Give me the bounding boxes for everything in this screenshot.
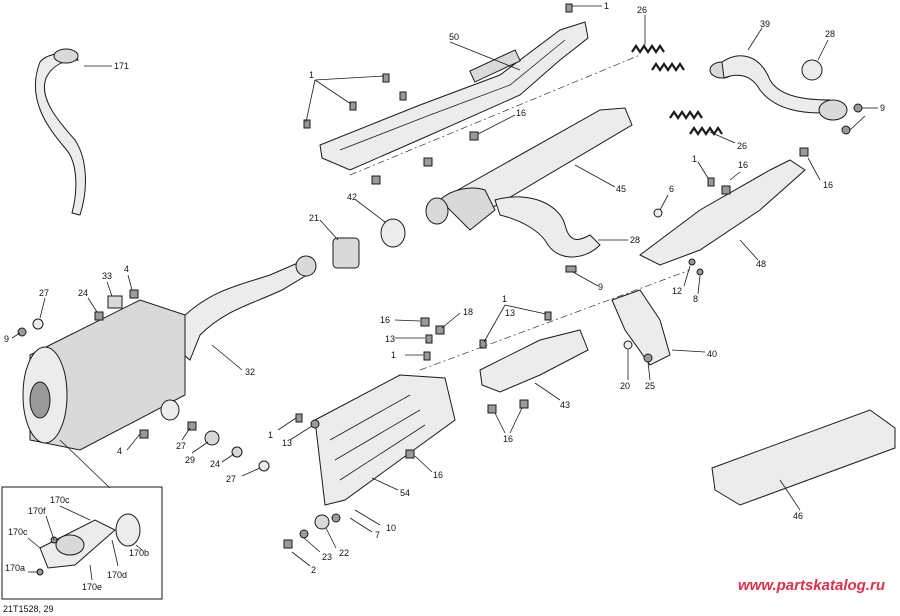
part-171-pipe: [34, 48, 86, 216]
inset-170: [1, 486, 163, 600]
callout-10: 10: [386, 523, 396, 533]
callout-26: 26: [637, 5, 647, 15]
callout-22: 22: [339, 548, 349, 558]
callout-9: 9: [880, 103, 885, 113]
callout-54: 54: [400, 488, 410, 498]
callout-labels: 1 1 1 1 1 1 2 4 4 6 7 8 9 9 9 10 12 13 1…: [4, 1, 885, 592]
callout-24: 24: [78, 288, 88, 298]
part-54-heat-shield: [314, 374, 456, 506]
callout-16: 16: [503, 434, 513, 444]
callout-48: 48: [756, 259, 766, 269]
part-46-plate: [711, 409, 896, 506]
callout-4: 4: [124, 264, 129, 274]
callout-18: 18: [463, 307, 473, 317]
part-50-heat-shield: [319, 21, 589, 171]
callout-16: 16: [516, 108, 526, 118]
watermark-text: www.partskatalog.ru: [738, 577, 885, 594]
callout-27: 27: [226, 474, 236, 484]
callout-20: 20: [620, 381, 630, 391]
callout-39: 39: [760, 19, 770, 29]
part-39-header: [709, 55, 848, 121]
callout-171: 171: [114, 61, 129, 71]
callout-23: 23: [322, 552, 332, 562]
callout-33: 33: [102, 271, 112, 281]
callout-32: 32: [245, 367, 255, 377]
callout-170b: 170b: [129, 548, 149, 558]
callout-16: 16: [738, 160, 748, 170]
part-48-shield: [639, 159, 806, 266]
callout-1: 1: [502, 294, 507, 304]
callout-2: 2: [311, 565, 316, 575]
callout-25: 25: [645, 381, 655, 391]
callout-16: 16: [380, 315, 390, 325]
callout-1: 1: [391, 350, 396, 360]
pipe-end: [425, 197, 449, 225]
callout-8: 8: [693, 294, 698, 304]
bolts-top-shield: [303, 3, 573, 185]
callout-16: 16: [433, 470, 443, 480]
callout-27: 27: [176, 441, 186, 451]
callout-170f: 170f: [28, 506, 46, 516]
callout-46: 46: [793, 511, 803, 521]
shield-slot: [469, 49, 521, 83]
part-42-clamp: [380, 218, 406, 248]
callout-13: 13: [505, 308, 515, 318]
callout-21: 21: [309, 213, 319, 223]
callout-27: 27: [39, 288, 49, 298]
callout-170c: 170c: [8, 527, 28, 537]
muffler-hardware: [17, 289, 270, 472]
callout-13: 13: [385, 334, 395, 344]
part-43-shield: [479, 329, 589, 393]
callout-6: 6: [669, 184, 674, 194]
callout-170d: 170d: [107, 570, 127, 580]
callout-26: 26: [737, 141, 747, 151]
callout-24: 24: [210, 459, 220, 469]
callout-45: 45: [616, 184, 626, 194]
callout-29: 29: [185, 455, 195, 465]
callout-12: 12: [672, 286, 682, 296]
callout-40: 40: [707, 349, 717, 359]
callout-50: 50: [449, 32, 459, 42]
springs-26: [631, 44, 723, 136]
callout-1: 1: [604, 1, 609, 11]
callout-28: 28: [630, 235, 640, 245]
callout-43: 43: [560, 400, 570, 410]
part-21-sleeve: [332, 237, 360, 269]
header-flange: [818, 99, 848, 121]
callout-42: 42: [347, 192, 357, 202]
callout-170c: 170c: [50, 495, 70, 505]
callout-16: 16: [823, 180, 833, 190]
part-40-shield: [611, 289, 671, 366]
drawing-id: 21T1528, 29: [3, 604, 54, 614]
callout-4: 4: [117, 446, 122, 456]
callout-1: 1: [692, 154, 697, 164]
part-45-pipe: [425, 107, 633, 258]
gasket-28: [801, 59, 823, 81]
callout-170e: 170e: [82, 582, 102, 592]
callout-7: 7: [375, 530, 380, 540]
callout-9: 9: [598, 282, 603, 292]
part-32-muffler: [22, 255, 317, 451]
callout-1: 1: [309, 70, 314, 80]
callout-28: 28: [825, 29, 835, 39]
callout-13: 13: [282, 438, 292, 448]
callout-9: 9: [4, 334, 9, 344]
callout-1: 1: [268, 430, 273, 440]
pipe-flange: [53, 48, 79, 64]
callout-170a: 170a: [5, 563, 25, 573]
